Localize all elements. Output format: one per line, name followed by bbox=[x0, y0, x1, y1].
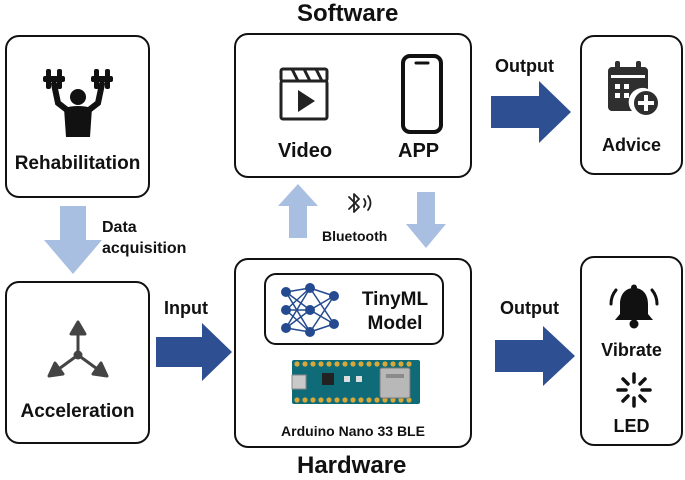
led-burst-icon bbox=[616, 372, 652, 408]
tinyml-model-label-line1: TinyML bbox=[361, 289, 429, 310]
tinyml-model-label-line2: Model bbox=[367, 313, 423, 334]
hardware-node: TinyML Model Arduino Nano 33 BLE bbox=[234, 258, 472, 448]
rehabilitation-node: Rehabilitation bbox=[5, 35, 150, 198]
bell-ringing-icon bbox=[609, 284, 659, 329]
bluetooth-down-arrow bbox=[406, 192, 446, 248]
bluetooth-up-arrow bbox=[278, 184, 318, 238]
data-acquisition-arrow bbox=[44, 206, 102, 274]
weightlifter-icon bbox=[43, 69, 113, 137]
feedback-node: Vibrate LED bbox=[580, 256, 683, 446]
software-node: Video APP bbox=[234, 33, 472, 178]
output-top-label: Output bbox=[495, 56, 554, 76]
input-label: Input bbox=[164, 298, 208, 318]
bluetooth-label: Bluetooth bbox=[322, 228, 388, 244]
vibrate-label: Vibrate bbox=[601, 340, 662, 360]
three-axis-icon bbox=[47, 320, 109, 378]
hardware-title: Hardware bbox=[297, 452, 407, 479]
video-label: Video bbox=[278, 140, 333, 162]
acceleration-node: Acceleration bbox=[5, 281, 150, 444]
output-top-arrow bbox=[491, 81, 571, 143]
smartphone-icon bbox=[401, 54, 443, 134]
output-bottom-arrow bbox=[495, 326, 575, 386]
advice-label: Advice bbox=[601, 135, 662, 155]
bluetooth-icon bbox=[348, 193, 372, 213]
input-arrow bbox=[156, 323, 232, 381]
neural-network-icon bbox=[281, 283, 339, 337]
led-label: LED bbox=[613, 416, 650, 436]
arduino-board-icon bbox=[291, 360, 420, 404]
acceleration-label: Acceleration bbox=[20, 401, 135, 422]
tinyml-model-node: TinyML Model bbox=[264, 273, 444, 345]
data-acquisition-label-line1: Data bbox=[102, 219, 137, 236]
advice-node: Advice bbox=[580, 35, 683, 175]
video-clapper-icon bbox=[279, 67, 329, 121]
calendar-plus-icon bbox=[608, 61, 660, 117]
arduino-board-label: Arduino Nano 33 BLE bbox=[281, 423, 425, 439]
output-bottom-label: Output bbox=[500, 298, 559, 318]
software-title: Software bbox=[297, 0, 399, 27]
app-label: APP bbox=[398, 140, 440, 162]
rehabilitation-label: Rehabilitation bbox=[14, 153, 141, 174]
data-acquisition-label-line2: acquisition bbox=[102, 240, 187, 257]
